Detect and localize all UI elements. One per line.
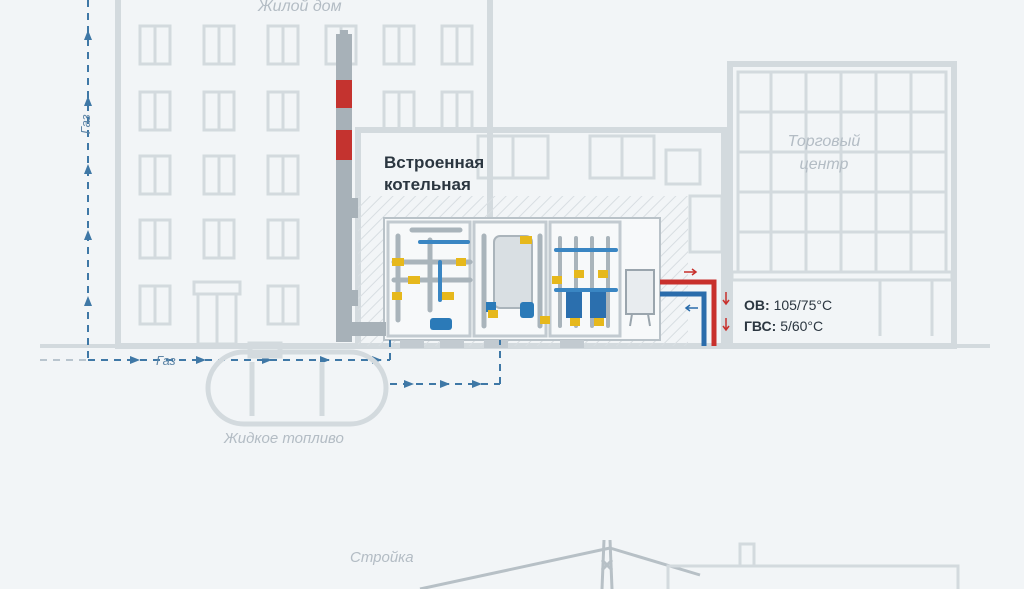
- heating-value: 105/75°C: [773, 297, 833, 313]
- residential-label: Жилой дом: [258, 0, 342, 15]
- mall-label: Торговый центр: [787, 133, 861, 173]
- hot-water-key: ГВС:: [744, 318, 777, 334]
- fuel-tank: [205, 341, 389, 427]
- mall-grid: [730, 70, 954, 336]
- fuel-arrows: [404, 380, 482, 388]
- hot-water-value: 5/60°C: [780, 318, 824, 334]
- middle-building-windows: [476, 134, 724, 254]
- construction-site: [419, 539, 960, 589]
- gas-vertical-label: Газ: [78, 114, 93, 134]
- heating-param: ОВ: 105/75°C: [744, 295, 832, 316]
- heat-pipes: [660, 279, 717, 346]
- hot-water-param: ГВС: 5/60°C: [744, 316, 832, 337]
- construction-label: Стройка: [350, 549, 414, 566]
- residential-windows: [138, 24, 474, 346]
- boiler-room-title: Встроенная котельная: [384, 152, 484, 196]
- boiler-title-line-1: Встроенная: [384, 153, 485, 172]
- boiler-equipment: [391, 227, 618, 330]
- gas-arrows-vertical: [84, 30, 92, 306]
- chimney: [336, 30, 386, 342]
- boiler-title-line-2: котельная: [384, 175, 471, 194]
- gas-line-horizontal: [40, 340, 391, 361]
- gas-horizontal-label: Газ: [156, 353, 176, 368]
- heating-key: ОВ:: [744, 297, 770, 313]
- valves-yellow: [392, 236, 608, 326]
- temperature-params: ОВ: 105/75°C ГВС: 5/60°C: [744, 295, 832, 337]
- pipe-arrows: [684, 268, 730, 332]
- liquid-fuel-label: Жидкое топливо: [224, 430, 344, 447]
